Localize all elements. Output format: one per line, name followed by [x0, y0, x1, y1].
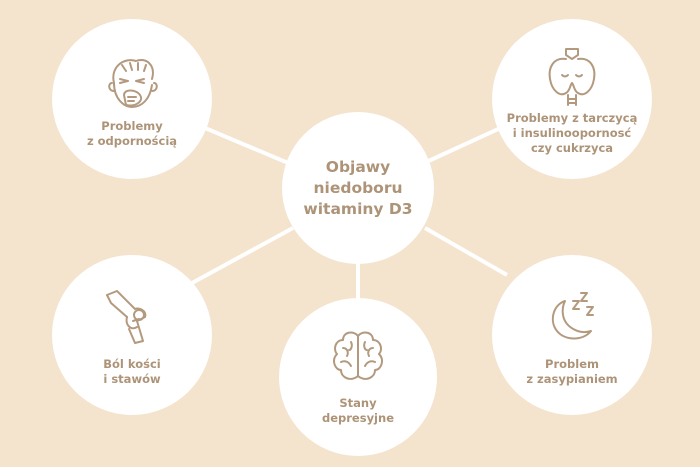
node-bones: Ból kości i stawów	[52, 255, 212, 415]
center-node: Objawy niedoboru witaminy D3	[282, 112, 434, 264]
thyroid-label: Problemy z tarczycą i insulinoopornosć c…	[506, 110, 638, 155]
connector-immunity	[204, 126, 301, 170]
node-depression: Stany depresyjne	[279, 298, 437, 456]
thyroid-icon	[542, 45, 602, 107]
node-sleep: Problem z zasypianiem	[492, 255, 652, 415]
connector-sleep	[424, 226, 508, 277]
connector-thyroid	[421, 123, 508, 166]
sneezing-face-icon	[102, 53, 162, 113]
moon-sleep-icon	[543, 287, 601, 345]
knee-joint-icon	[103, 287, 161, 345]
node-immunity: Problemy z odpornością	[52, 19, 212, 179]
center-label: Objawy niedoboru witaminy D3	[303, 157, 413, 218]
depression-label: Stany depresyjne	[321, 396, 394, 425]
bones-label: Ból kości i stawów	[103, 357, 161, 386]
node-thyroid: Problemy z tarczycą i insulinoopornosć c…	[492, 19, 652, 179]
brain-icon	[329, 328, 387, 386]
immunity-label: Problemy z odpornością	[86, 119, 178, 148]
connector-bones	[191, 226, 294, 285]
sleep-label: Problem z zasypianiem	[526, 357, 618, 386]
